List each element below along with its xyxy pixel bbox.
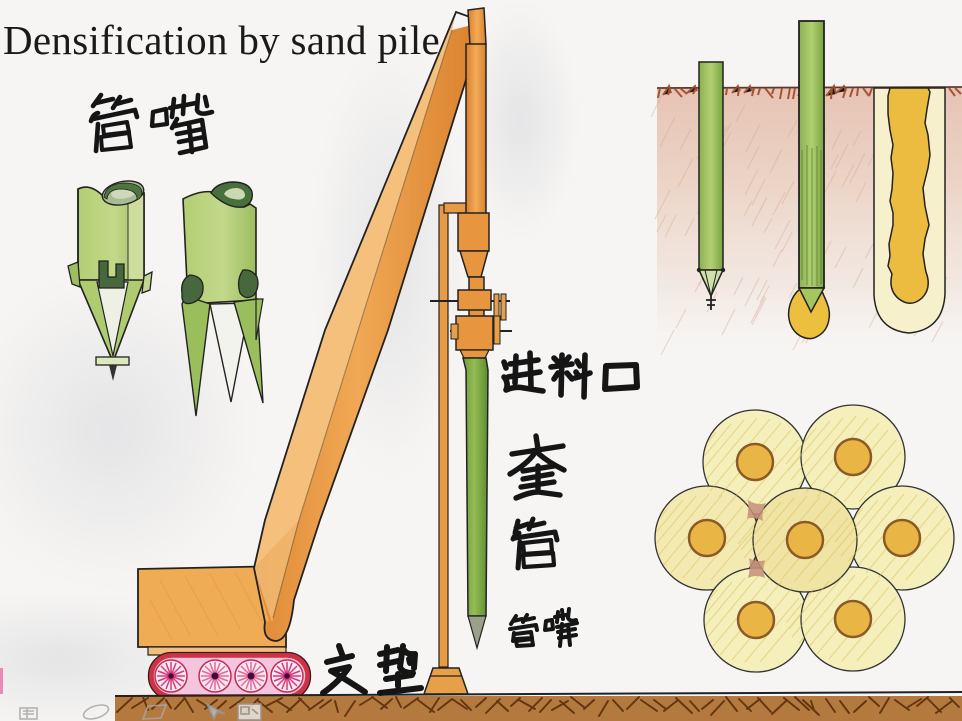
svg-text:Densification by sand pile: Densification by sand pile: [3, 17, 440, 63]
